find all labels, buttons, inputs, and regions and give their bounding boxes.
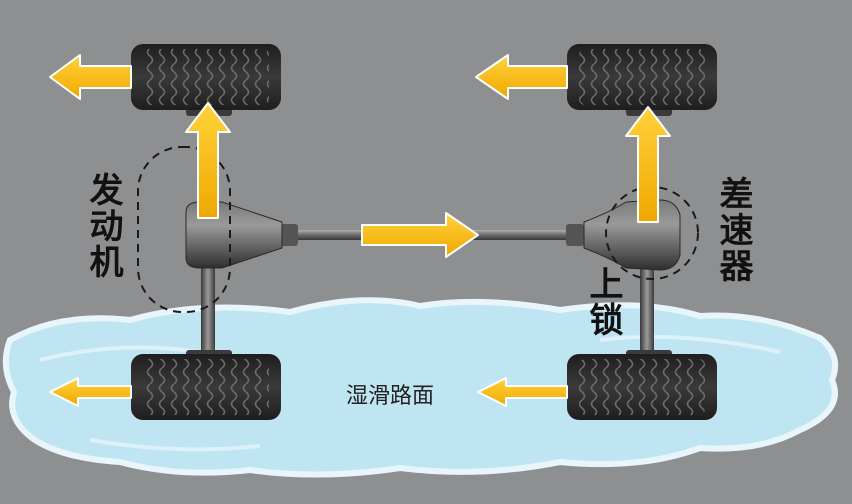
differential-housing-icon	[583, 199, 681, 271]
road-surface-label: 湿滑路面	[345, 384, 434, 409]
force-arrow-icon	[49, 377, 132, 407]
differential-label: 差速器	[713, 176, 753, 284]
tire-icon	[567, 354, 717, 420]
engine-label: 发动机	[83, 172, 123, 280]
force-arrow-icon	[49, 54, 132, 100]
force-arrow-icon	[185, 102, 231, 219]
force-arrow-icon	[475, 54, 568, 100]
tire-icon	[567, 44, 717, 110]
engine-dashed-outline	[137, 146, 231, 313]
rear-right-axle	[640, 258, 654, 354]
locked-label: 上锁	[583, 266, 623, 338]
rear-left-axle	[201, 258, 215, 354]
force-arrow-icon	[361, 212, 479, 258]
tire-icon	[131, 354, 281, 420]
force-arrow-icon	[477, 377, 568, 407]
force-arrow-icon	[625, 106, 671, 223]
tire-icon	[131, 44, 281, 110]
